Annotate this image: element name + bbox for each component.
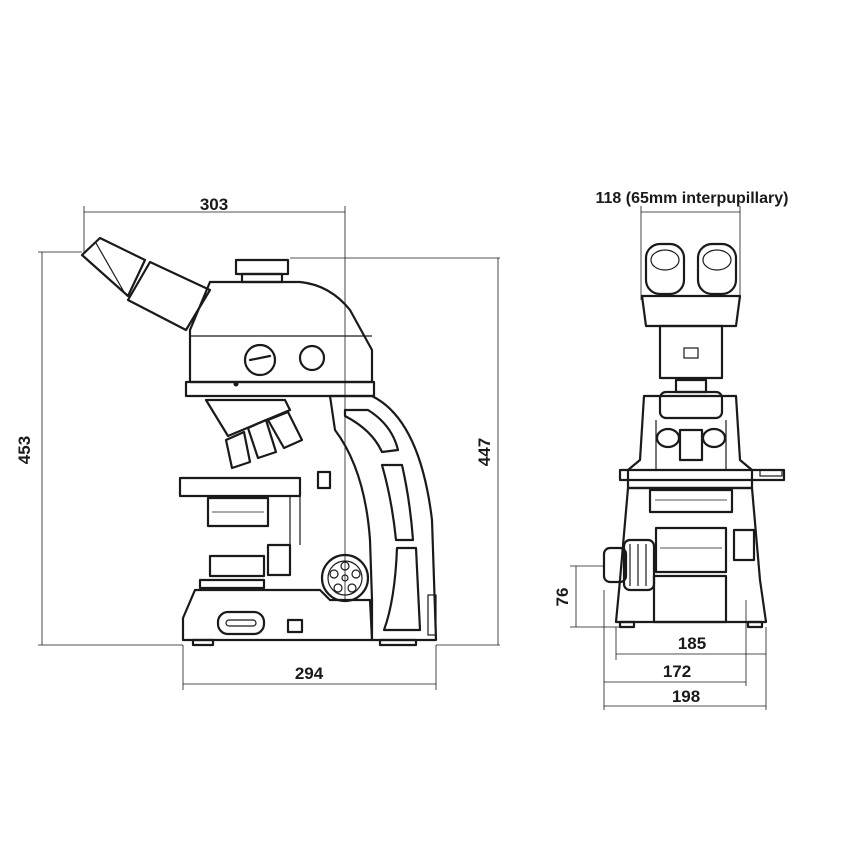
side-condenser-knob: [266, 543, 292, 577]
front-foot-right: [746, 620, 764, 629]
dim-453: 453: [15, 436, 34, 464]
side-view: [38, 206, 500, 690]
front-stage-mech: [648, 488, 734, 514]
side-dimension-lines: [38, 206, 500, 690]
front-eyepiece-right-lens: [702, 249, 732, 271]
side-objective-2: [246, 418, 278, 460]
side-base-window-inner: [225, 619, 257, 627]
side-stage: [178, 476, 302, 498]
front-right-knob: [732, 528, 756, 562]
front-base-block: [652, 574, 728, 624]
front-objective-left: [655, 427, 681, 449]
side-head-button: [298, 344, 326, 372]
dim-185: 185: [678, 634, 706, 653]
side-head-knob: [243, 343, 277, 377]
side-stage-clip: [316, 470, 332, 490]
side-nosepiece: [204, 398, 292, 438]
side-collector: [198, 578, 266, 590]
side-focus-knob-holes: [329, 561, 361, 593]
front-dimension-lines: [570, 206, 767, 710]
side-camera-port-base: [240, 272, 284, 284]
side-base-window: [216, 610, 266, 636]
side-condenser: [208, 554, 266, 578]
front-binocular-body: [640, 294, 742, 328]
side-objective-1: [224, 430, 252, 470]
dim-76: 76: [553, 588, 572, 607]
front-eyepiece-left-lens: [650, 249, 680, 271]
side-power-switch: [286, 618, 304, 634]
side-arm-inner-slot-upper: [343, 408, 400, 454]
side-base: [181, 588, 374, 642]
side-stage-holder: [206, 496, 270, 528]
dim-303: 303: [200, 195, 228, 214]
front-upper-body: [626, 394, 754, 490]
side-head-knob-slot: [248, 354, 272, 362]
dim-198: 198: [672, 687, 700, 706]
side-arm-inner-slot-lower: [380, 463, 415, 542]
side-eyepiece: [80, 236, 147, 298]
front-head-port: [683, 347, 699, 359]
front-lower-body: [614, 486, 768, 624]
front-focus-knob: [622, 538, 656, 592]
side-head-band: [184, 380, 376, 398]
dim-172: 172: [663, 662, 691, 681]
dim-447: 447: [475, 438, 494, 466]
side-foot-left: [191, 638, 215, 647]
dim-294: 294: [295, 664, 324, 683]
front-condenser: [654, 526, 728, 574]
front-head: [658, 324, 724, 380]
front-eyepiece-right: [696, 242, 738, 296]
front-stage: [618, 468, 786, 482]
side-objective-3: [266, 410, 304, 450]
side-arm-connector: [427, 594, 437, 636]
side-arm: [328, 394, 438, 642]
side-head: [188, 280, 374, 384]
side-eyepiece-ring: [95, 242, 125, 293]
front-foot-left: [618, 620, 636, 629]
front-focus-knob-outer: [602, 546, 628, 584]
front-stage-rail: [759, 469, 783, 477]
dim-118: 118 (65mm interpupillary): [596, 190, 789, 207]
front-objective-right: [701, 427, 727, 449]
front-view: [570, 206, 786, 710]
side-head-screw: [233, 381, 239, 387]
side-eyepiece-tube: [126, 260, 212, 332]
side-camera-port: [234, 258, 290, 276]
front-objective-center: [678, 428, 704, 462]
side-arm-inner-slot-bottom: [382, 546, 422, 632]
front-nosepiece-top: [674, 378, 708, 394]
front-eyepiece-left: [644, 242, 686, 296]
